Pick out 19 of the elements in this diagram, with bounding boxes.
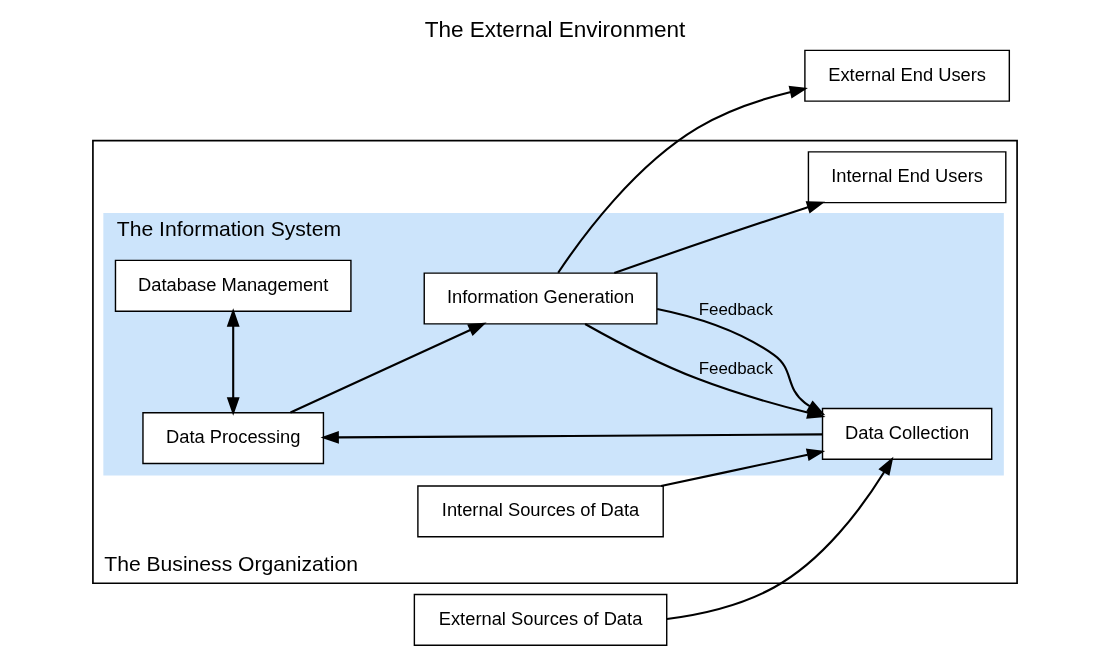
arrow (666, 456, 894, 620)
edge-label: Feedback (698, 359, 773, 379)
node-box: Information Generation (423, 272, 658, 325)
arrow (320, 431, 823, 444)
arrow (613, 201, 826, 274)
node-box: Internal Sources of Data (417, 485, 664, 538)
arrow (660, 448, 826, 487)
node-box: External Sources of Data (413, 593, 668, 646)
arrow (290, 322, 487, 414)
node-box: Data Processing (142, 411, 325, 465)
node-box: Database Management (114, 259, 352, 312)
diagram-title: The External Environment (424, 17, 686, 43)
node-box: Data Collection (821, 407, 993, 460)
arrow (226, 308, 240, 416)
arrow (557, 85, 808, 274)
edge-label: Feedback (698, 299, 773, 319)
node-box: External End Users (804, 49, 1011, 102)
node-box: Internal End Users (807, 151, 1007, 204)
arrow (656, 307, 826, 416)
